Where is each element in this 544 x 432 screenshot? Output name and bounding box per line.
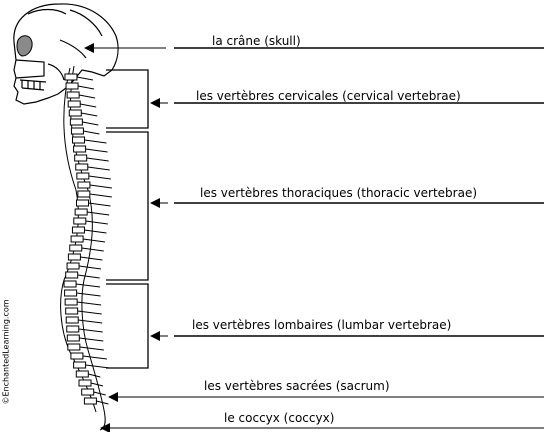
vertebra-process: [76, 284, 100, 287]
vertebra-process: [84, 230, 106, 233]
vertebra-process: [89, 176, 111, 179]
vertebra-body: [78, 191, 90, 197]
vertebra-process: [82, 248, 104, 251]
vertebra-process: [78, 320, 102, 323]
vertebra-body: [66, 272, 78, 278]
thoracic-bracket: [106, 132, 148, 280]
vertebra-process: [83, 239, 105, 242]
vertebra-process: [81, 113, 97, 116]
vertebra-process: [86, 221, 108, 224]
vertebra-body: [71, 236, 83, 242]
vertebra-process: [83, 131, 99, 134]
vertebra-process: [80, 347, 104, 350]
vertebra-process: [78, 86, 94, 89]
region-brackets: [106, 70, 148, 368]
vertebra-body: [65, 74, 77, 80]
cervical-bracket: [106, 70, 148, 128]
lumbar-bracket: [106, 284, 148, 368]
vertebra-body: [71, 353, 83, 359]
vertebra-body: [69, 110, 81, 116]
vertebra-process: [80, 257, 102, 260]
vertebra-process: [88, 167, 110, 170]
cervical-arrowhead: [150, 98, 160, 108]
vertebra-body: [66, 317, 78, 323]
skull-label: la crâne (skull): [212, 34, 301, 48]
vertebra-process: [88, 374, 100, 377]
vertebra-body: [67, 335, 79, 341]
thoracic-arrowhead: [150, 198, 160, 208]
copyright-text: ©EnchantedLearning.com: [2, 325, 11, 405]
vertebra-process: [91, 383, 103, 386]
vertebra-body: [68, 101, 80, 107]
vertebra-body: [77, 200, 89, 206]
lumbar-label: les vertèbres lombaires (lumbar vertebra…: [192, 318, 451, 332]
vertebra-body: [68, 344, 80, 350]
vertebra-process: [78, 311, 102, 314]
vertebra-process: [78, 275, 100, 278]
cervical-label: les vertèbres cervicales (cervical verte…: [196, 89, 461, 103]
vertebra-process: [89, 203, 111, 206]
vertebra-body: [74, 218, 86, 224]
vertebra-body: [75, 209, 87, 215]
vertebra-body: [74, 362, 86, 368]
sacrum-arrowhead: [108, 392, 118, 402]
vertebra-process: [86, 149, 108, 152]
vertebra-body: [67, 92, 79, 98]
vertebra-process: [77, 77, 93, 80]
sacrum-label: les vertèbres sacrées (sacrum): [204, 379, 390, 393]
vertebra-body: [72, 227, 84, 233]
vertebra-body: [70, 245, 82, 251]
vertebra-body: [64, 281, 76, 287]
thoracic-label: les vertèbres thoraciques (thoracic vert…: [200, 186, 477, 200]
vertebra-process: [85, 140, 107, 143]
vertebra-body: [66, 83, 78, 89]
vertebra-process: [83, 356, 107, 359]
vertebra-body: [67, 326, 79, 332]
vertebra-body: [68, 254, 80, 260]
vertebra-body: [74, 146, 86, 152]
vertebra-body: [76, 371, 88, 377]
vertebra-process: [80, 104, 96, 107]
vertebra-body: [75, 155, 87, 161]
vertebra-body: [73, 137, 85, 143]
vertebra-body: [66, 308, 78, 314]
vertebra-body: [79, 380, 91, 386]
vertebra-body: [65, 290, 77, 296]
vertebra-process: [87, 212, 109, 215]
vertebra-body: [70, 119, 82, 125]
vertebra-process: [87, 158, 109, 161]
vertebra-body: [78, 182, 90, 188]
vertebra-body: [71, 128, 83, 134]
vertebra-process: [79, 266, 101, 269]
vertebra-process: [90, 185, 112, 188]
vertebra-process: [90, 194, 112, 197]
vertebra-process: [82, 122, 98, 125]
vertebra-process: [77, 293, 101, 296]
vertebra-process: [79, 329, 103, 332]
vertebrae-ticks: [64, 74, 112, 404]
vertebra-body: [77, 173, 89, 179]
vertebra-process: [79, 338, 103, 341]
coccyx-label: le coccyx (coccyx): [224, 411, 334, 425]
vertebra-body: [82, 389, 94, 395]
vertebra-body: [76, 164, 88, 170]
lumbar-arrowhead: [150, 331, 160, 341]
vertebra-process: [79, 95, 95, 98]
vertebra-process: [77, 302, 101, 305]
vertebra-body: [65, 299, 77, 305]
vertebra-body: [67, 263, 79, 269]
vertebra-body: [84, 398, 96, 404]
